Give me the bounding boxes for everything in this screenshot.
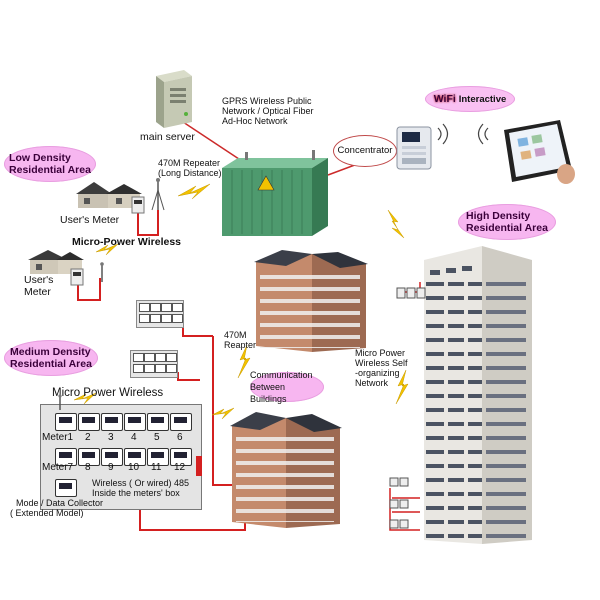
meter-box-small-upper [136,300,184,328]
main-server-label: main server [140,131,195,143]
meter-device-icon [396,126,432,170]
meter-label: Meter7 [42,462,74,473]
high-density-cloud: High Density Residential Area [458,204,556,240]
meter-label: 12 [174,462,186,473]
tower-floor-grid [426,276,482,538]
communication-cloud: Communication Between Buildings [250,370,324,404]
meter-label: 3 [108,432,114,443]
meter-group-icon [389,477,409,529]
repeater-label: 470M Repeater (Long Distance) [158,158,222,178]
interactive-label: Interactive [458,93,507,105]
micro-power-wireless-label-2: Micro Power Wireless [52,387,164,399]
house-icon [28,250,84,274]
bolt-icon [73,183,409,420]
meter-group-icon [396,287,426,299]
meter-label: 2 [85,432,91,443]
meter-label: 8 [85,462,91,473]
medium-density-cloud: Medium Density Residential Area [4,340,98,376]
meter-label: 9 [108,462,114,473]
tower-side-windows [486,276,526,538]
gprs-network-label: GPRS Wireless Public Network / Optical F… [222,96,314,126]
transformer-icon [222,150,328,236]
wifi-cloud: WiFi Interactive [425,86,515,112]
wire-users-meter-1 [137,210,159,236]
meter-icon [70,268,84,286]
big-meter-box [40,404,202,510]
wifi-signal-icon [437,123,489,145]
house-2 [26,248,86,276]
reapter-label: 470M Reapter [224,330,257,350]
tablet [498,118,578,188]
users-meter-label-1: User's Meter [60,214,120,226]
wire-users-meter-2 [77,278,101,301]
wire-meterbox-lower [177,372,200,381]
antenna-icon [100,262,104,282]
data-collector-label: Mode / Data Collector ( Extended Model) [10,498,104,518]
meter-label: 4 [131,432,137,443]
meter-label: 6 [177,432,183,443]
main-server [150,68,194,130]
low-density-cloud: Low Density Residential Area [4,146,96,182]
transformer-station [220,150,330,242]
meter-box-small-lower [130,350,178,378]
meter-label: 11 [151,462,162,473]
concentrator-bubble: Concentrator [333,135,397,167]
users-meter-label-2: User's Meter [24,274,54,298]
meter-label: 5 [154,432,160,443]
tablet-icon [504,120,575,184]
meter-icon [131,196,145,214]
wire-meterbox-upper [182,316,213,337]
concentrator-device [396,126,432,170]
collector-unit [55,479,77,497]
self-organizing-network-label: Micro Power Wireless Self -organizing Ne… [355,348,408,388]
meter-label: 10 [128,462,140,473]
red-indicator [196,456,202,476]
building-windows-upper [260,270,360,348]
server-icon [156,70,192,128]
wifi-label: WiFi [433,92,456,105]
building-windows-lower [236,432,334,522]
micro-power-wireless-label-1: Micro-Power Wireless [72,236,182,248]
meter-label: Meter1 [42,432,74,443]
antenna-icon [58,394,62,410]
antenna-icon [151,178,165,211]
wire-server-transformer [179,119,249,166]
wired-485-label: Wireless ( Or wired) 485 Inside the mete… [92,478,190,498]
